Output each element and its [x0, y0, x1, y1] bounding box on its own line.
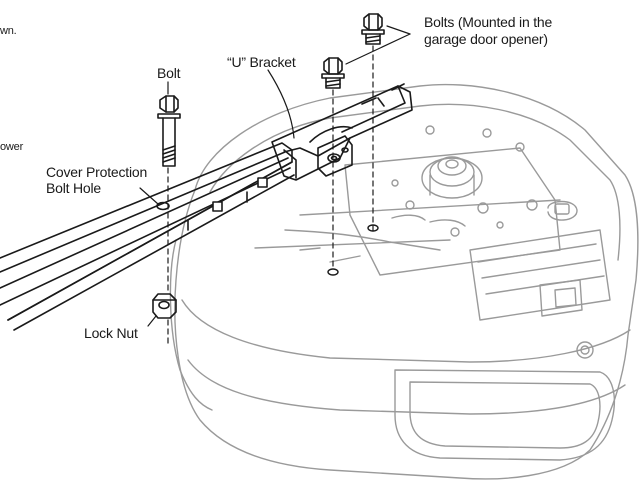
u-bracket-label: “U” Bracket — [227, 54, 296, 70]
bolt-label: Bolt — [157, 65, 181, 81]
lock-nut-label: Lock Nut — [84, 325, 138, 341]
cut-text-mid-left: ower — [0, 141, 24, 153]
cut-text-top-left: wn. — [0, 25, 17, 37]
bolts-label-line2: garage door opener) — [424, 31, 548, 47]
cover-protection-label-line2: Bolt Hole — [46, 180, 102, 196]
lock-nut — [152, 293, 177, 319]
opener-bolts — [321, 13, 385, 89]
leader-lines — [139, 25, 411, 327]
bolt — [157, 95, 181, 167]
cover-protection-label-line1: Cover Protection — [46, 164, 148, 180]
opener-housing — [169, 83, 639, 480]
u-bracket — [271, 83, 413, 181]
rail — [0, 142, 295, 331]
bolts-label-line1: Bolts (Mounted in the — [424, 14, 553, 30]
alignment-lines — [167, 45, 374, 345]
